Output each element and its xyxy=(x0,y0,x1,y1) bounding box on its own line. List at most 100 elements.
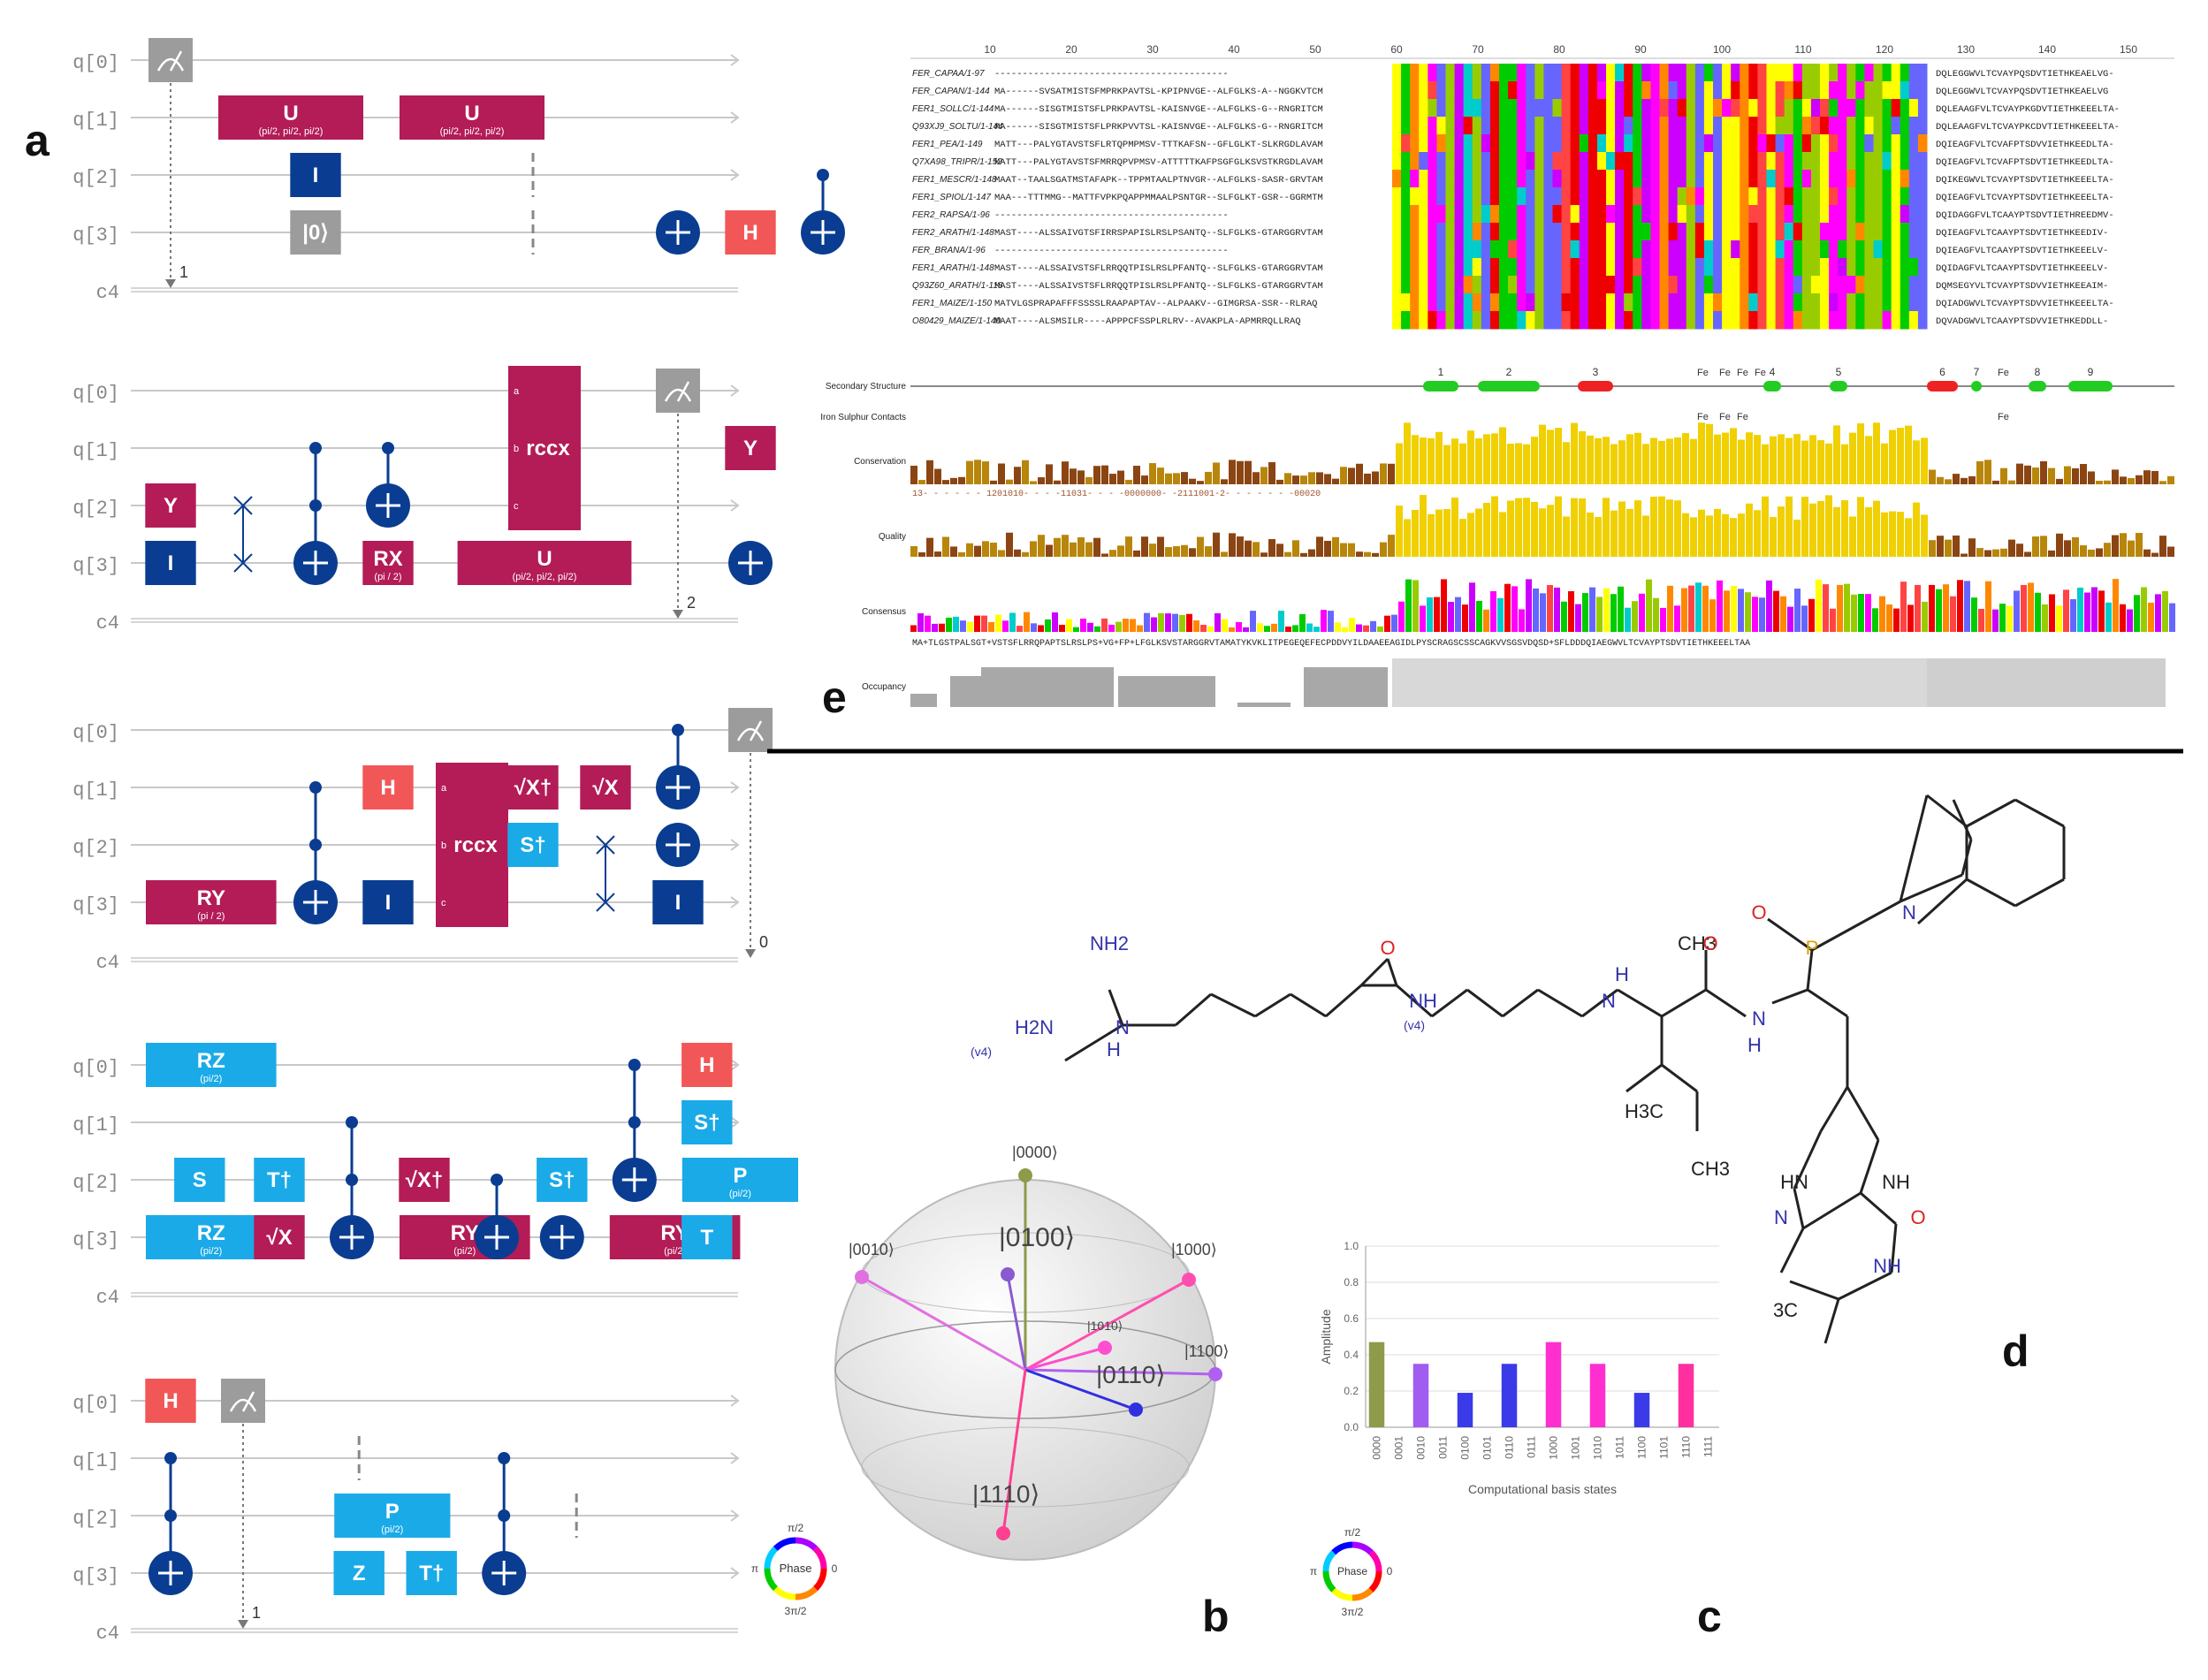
residue-cell xyxy=(1740,205,1749,224)
logo-letter xyxy=(1427,597,1433,632)
residue-cell xyxy=(1757,99,1767,118)
residue-cell xyxy=(1677,293,1687,312)
residue-cell xyxy=(1846,187,1856,206)
residue-cell xyxy=(1552,205,1563,224)
residue-cell xyxy=(1392,81,1402,100)
residue-cell xyxy=(1668,81,1679,100)
state-label: |1110⟩ xyxy=(972,1480,1039,1508)
track-bar xyxy=(1117,545,1124,557)
classical-label: c4 xyxy=(96,1623,119,1645)
residue-cell xyxy=(1543,187,1553,206)
residue-cell xyxy=(1703,117,1714,135)
logo-letter xyxy=(1441,579,1447,632)
residue-cell xyxy=(1801,293,1812,312)
residue-cell xyxy=(1694,81,1705,100)
residue-cell xyxy=(1641,205,1651,224)
track-bar xyxy=(1149,544,1156,557)
residue-cell xyxy=(1703,64,1714,82)
residue-cell xyxy=(1596,293,1607,312)
residue-cell xyxy=(1668,293,1679,312)
residue-cell xyxy=(1419,240,1428,259)
logo-letter xyxy=(1618,586,1624,632)
track-bar xyxy=(1157,468,1164,484)
residue-cell xyxy=(1686,99,1696,118)
measure-arrow xyxy=(745,949,756,958)
residue-cell xyxy=(1748,134,1758,153)
residue-cell xyxy=(1838,205,1847,224)
bond xyxy=(1359,957,1390,987)
logo-letter xyxy=(1724,590,1730,632)
residue-cell xyxy=(1829,117,1839,135)
residue-cell xyxy=(1615,170,1625,188)
residue-cell xyxy=(1855,152,1865,171)
residue-cell xyxy=(1633,258,1642,277)
track-bar xyxy=(1961,553,1968,557)
residue-cell xyxy=(1561,187,1572,206)
gate-box xyxy=(254,1158,305,1202)
logo-letter xyxy=(1483,609,1489,632)
track-bar xyxy=(1523,444,1530,484)
residue-cell xyxy=(1534,293,1544,312)
residue-cell xyxy=(1908,258,1919,277)
residue-cell xyxy=(1650,64,1660,82)
track-bar xyxy=(1762,444,1769,484)
logo-letter xyxy=(1264,626,1270,632)
residue-cell xyxy=(1864,117,1874,135)
track-bar xyxy=(1165,547,1172,557)
residue-cell xyxy=(1917,311,1928,330)
track-bar xyxy=(1618,440,1626,484)
track-bar xyxy=(1682,433,1689,484)
ring-bond xyxy=(1926,794,1968,828)
track-bar xyxy=(2016,463,2023,484)
track-bar xyxy=(1929,469,1936,484)
residue-cell xyxy=(1908,311,1919,330)
residue-cell xyxy=(1419,258,1428,277)
track-bar xyxy=(1793,434,1801,484)
sequence-left: ----------------------------------------… xyxy=(994,210,1229,221)
residue-cell xyxy=(1775,64,1785,82)
residue-cell xyxy=(1615,134,1625,153)
residue-cell xyxy=(1740,152,1749,171)
residue-cell xyxy=(1552,134,1563,153)
logo-letter xyxy=(974,615,980,632)
track-bar xyxy=(1030,541,1037,557)
residue-cell xyxy=(1615,187,1625,206)
residue-cell xyxy=(1650,99,1660,118)
residue-cell xyxy=(1445,187,1456,206)
residue-cell xyxy=(1401,311,1411,330)
residue-cell xyxy=(1392,170,1402,188)
residue-cell xyxy=(1499,64,1509,82)
residue-cell xyxy=(1392,240,1402,259)
residue-cell xyxy=(1641,223,1651,241)
residue-cell xyxy=(1579,311,1589,330)
residue-cell xyxy=(1900,276,1910,294)
residue-cell xyxy=(1401,64,1411,82)
residue-cell xyxy=(1472,152,1482,171)
residue-cell xyxy=(1882,81,1892,100)
gate-box xyxy=(145,1379,196,1423)
residue-cell xyxy=(1766,187,1777,206)
logo-letter xyxy=(1306,623,1313,632)
residue-cell xyxy=(1428,170,1437,188)
residue-cell xyxy=(1722,240,1732,259)
residue-cell xyxy=(1570,276,1580,294)
track-bar xyxy=(1579,498,1586,557)
residue-cell xyxy=(1428,81,1437,100)
track-bar xyxy=(1388,463,1395,484)
residue-cell xyxy=(1748,276,1758,294)
gate-pin: c xyxy=(514,501,519,512)
residue-cell xyxy=(1606,99,1616,118)
fe-contact: Fe xyxy=(1998,412,2009,422)
residue-cell xyxy=(1722,293,1732,312)
track-bar xyxy=(1555,428,1562,484)
residue-cell xyxy=(1489,134,1500,153)
track-bar xyxy=(1945,479,1952,484)
gate-param: (pi/2, pi/2, pi/2) xyxy=(513,572,577,582)
bond xyxy=(1431,988,1468,1018)
residue-cell xyxy=(1499,117,1509,135)
residue-cell xyxy=(1891,99,1901,118)
residue-cell xyxy=(1410,205,1420,224)
track-bar xyxy=(1555,496,1562,557)
track-bar xyxy=(1913,440,1920,484)
